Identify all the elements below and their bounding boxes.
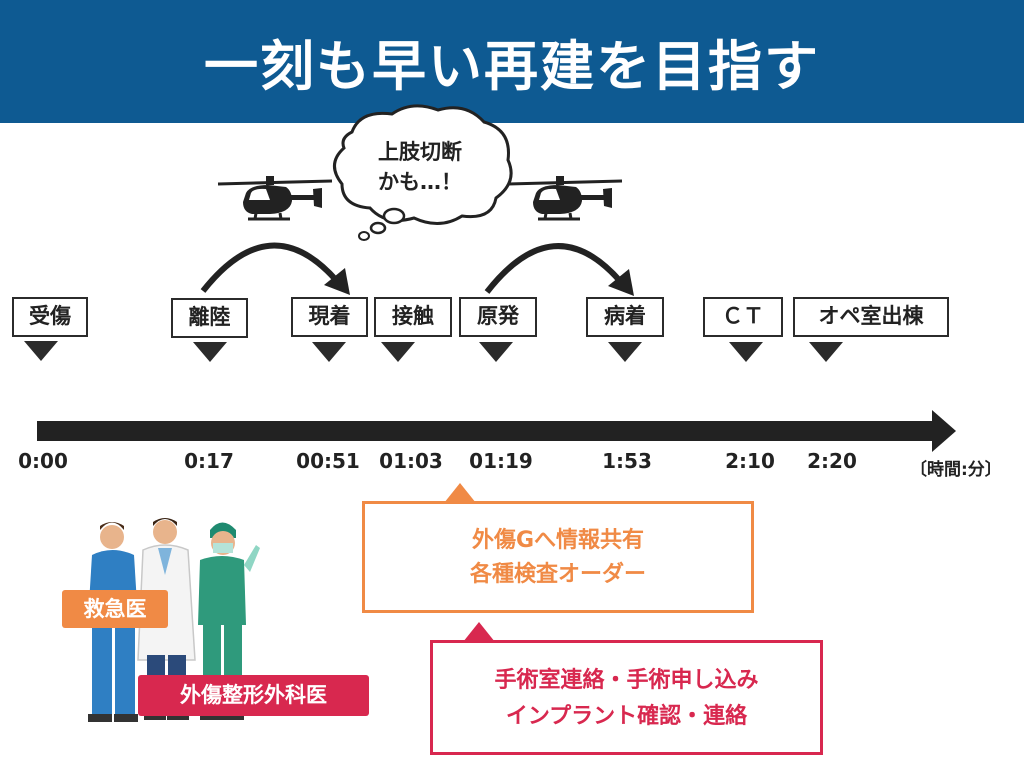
header-banner: 一刻も早い再建を目指す: [0, 0, 1024, 123]
event-pointer: [729, 342, 763, 362]
tick-label: 00:51: [296, 449, 360, 473]
timeline-axis: [37, 421, 935, 441]
event-pointer: [479, 342, 513, 362]
thought-bubble-text: 上肢切断 かも…！: [345, 137, 495, 197]
event-ct: ＣＴ: [703, 297, 783, 337]
tick-label: 2:10: [725, 449, 775, 473]
event-pointer: [608, 342, 642, 362]
arc-arrow: [200, 242, 339, 293]
tick-label: 0:00: [18, 449, 68, 473]
thought-line-2: かも…！: [378, 170, 462, 194]
timeline-arrowhead: [932, 410, 956, 452]
page-title: 一刻も早い再建を目指す: [204, 35, 820, 98]
note-info-sharing: 外傷Gへ情報共有 各種検査オーダー: [362, 501, 754, 613]
event-takeoff: 離陸: [171, 298, 248, 338]
event-pointer: [24, 341, 58, 361]
tick-label: 0:17: [184, 449, 234, 473]
event-injury: 受傷: [12, 297, 88, 337]
role-tag-emergency: 救急医: [62, 590, 168, 628]
note-text: 手術室連絡・手術申し込み インプラント確認・連絡: [433, 663, 820, 735]
tick-label: 01:03: [379, 449, 443, 473]
note-line: 各種検査オーダー: [469, 562, 646, 587]
event-pointer: [809, 342, 843, 362]
event-hospital-arrival: 病着: [586, 297, 664, 337]
tick-label: 01:19: [469, 449, 533, 473]
helicopter-icon: [217, 176, 333, 221]
arc-arrow-head: [608, 269, 634, 296]
event-contact: 接触: [374, 297, 452, 337]
thought-line-1: 上肢切断: [378, 140, 462, 164]
event-or-departure: オペ室出棟: [793, 297, 949, 337]
arc-arrow-head: [324, 268, 350, 295]
event-arrival-scene: 現着: [291, 297, 368, 337]
role-tag-orthopedic: 外傷整形外科医: [138, 675, 369, 716]
note-caret-red: [463, 622, 495, 642]
note-line: 外傷Gへ情報共有: [471, 528, 645, 553]
time-unit-label: 〔時間:分〕: [910, 460, 1002, 480]
event-pointer: [193, 342, 227, 362]
event-departure: 原発: [459, 297, 537, 337]
helicopter-icon: [507, 176, 623, 221]
note-text: 外傷Gへ情報共有 各種検査オーダー: [365, 524, 751, 592]
note-or-contact: 手術室連絡・手術申し込み インプラント確認・連絡: [430, 640, 823, 755]
arc-arrow: [484, 243, 623, 294]
tick-label: 1:53: [602, 449, 652, 473]
note-caret-orange: [444, 483, 476, 503]
event-pointer: [381, 342, 415, 362]
event-pointer: [312, 342, 346, 362]
tick-label: 2:20: [807, 449, 857, 473]
thought-bubble-icon: [333, 104, 513, 241]
note-line: インプラント確認・連絡: [505, 704, 748, 729]
note-line: 手術室連絡・手術申し込み: [494, 668, 759, 693]
